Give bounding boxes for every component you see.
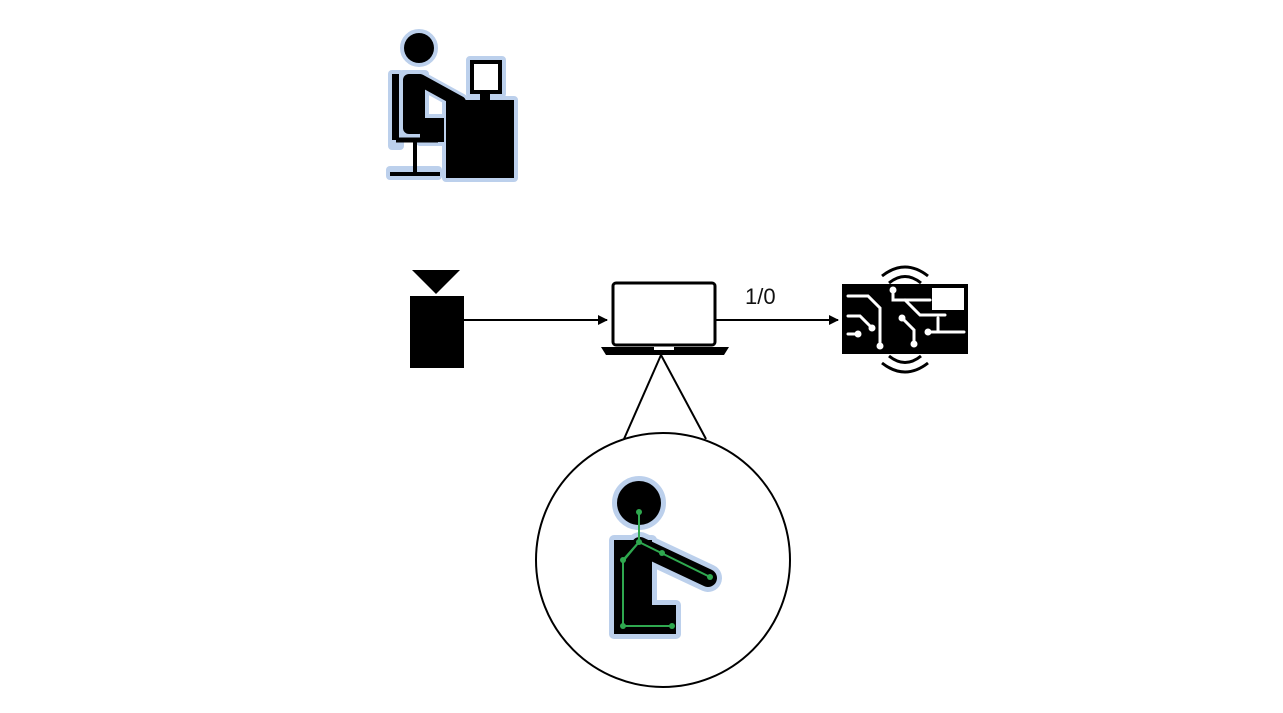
camera-icon	[410, 270, 464, 368]
laptop-icon	[601, 281, 729, 355]
circuit-board-icon	[842, 265, 968, 374]
zoom-line-right	[660, 354, 707, 440]
person-at-desk-icon	[386, 29, 518, 182]
pose-skeleton-icon	[609, 476, 722, 639]
edge-label-binary: 1/0	[745, 284, 776, 309]
zoom-line-left	[623, 354, 662, 440]
